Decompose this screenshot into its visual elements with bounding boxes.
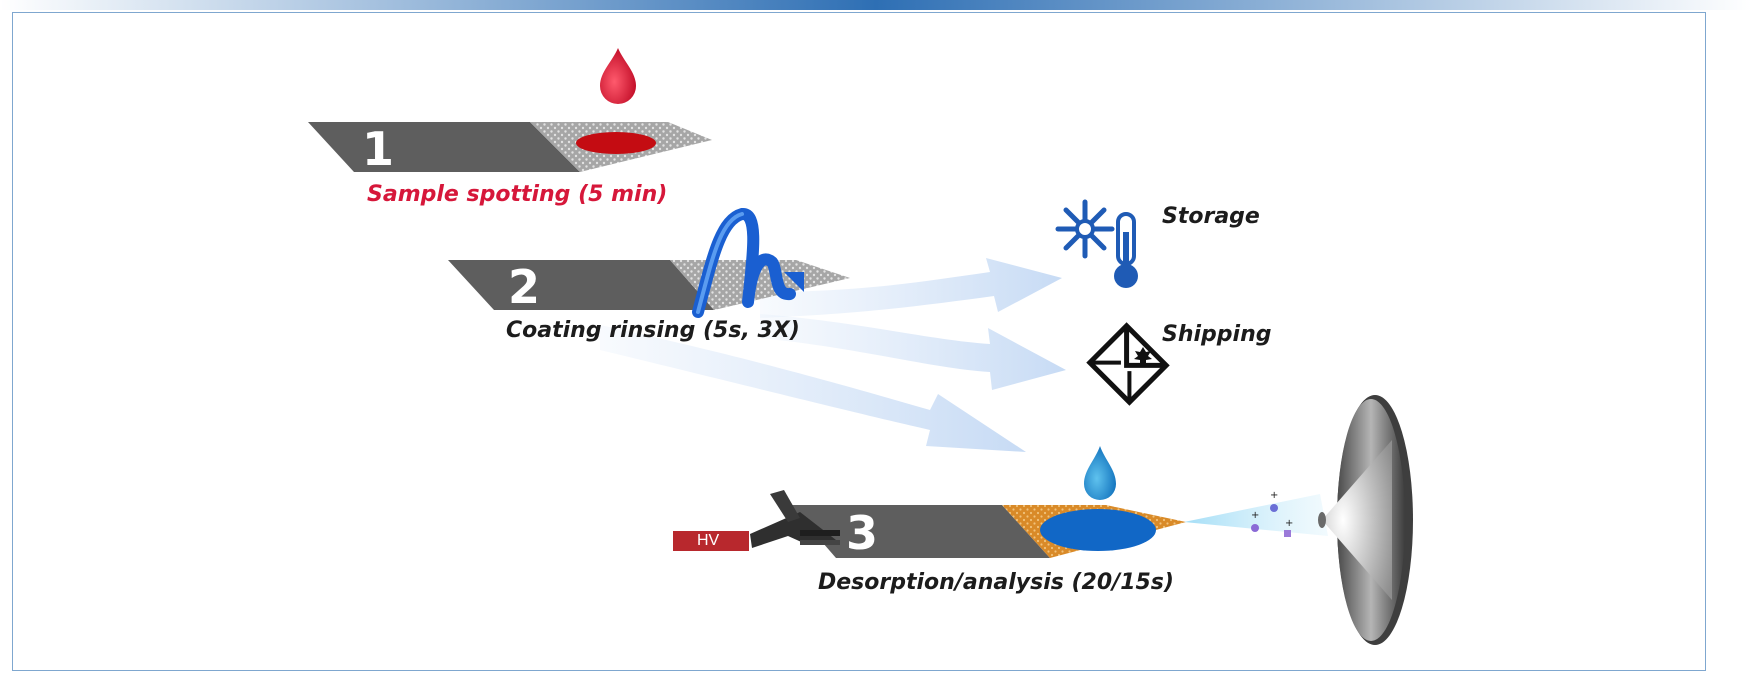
step-1-blade xyxy=(308,122,712,172)
svg-text:+: + xyxy=(1251,510,1259,521)
arrow-to-storage xyxy=(760,258,1062,318)
step-1-number: 1 xyxy=(362,122,395,176)
mass-spec-inlet xyxy=(1318,395,1413,645)
step-2-label: Coating rinsing (5s, 3X) xyxy=(506,318,800,343)
envelope-icon xyxy=(1086,322,1170,406)
step-2-number: 2 xyxy=(508,260,541,314)
blood-spot xyxy=(576,132,656,154)
top-accent-bar xyxy=(0,0,1752,10)
step-1-label: Sample spotting (5 min) xyxy=(367,182,668,207)
flow-arrows xyxy=(600,258,1066,452)
arrow-to-shipping xyxy=(760,314,1066,390)
solvent-drop-icon xyxy=(1084,446,1116,500)
shipping-label: Shipping xyxy=(1162,322,1272,347)
spray-plume xyxy=(1184,494,1328,536)
blood-drop-icon xyxy=(600,48,636,104)
hv-label: HV xyxy=(673,531,749,551)
ion-particles: + + + xyxy=(1251,490,1293,537)
step-2-blade xyxy=(448,260,850,310)
hv-clamp xyxy=(750,490,840,548)
svg-text:+: + xyxy=(1270,490,1278,501)
figure-frame xyxy=(12,12,1706,671)
rinse-swirl-icon xyxy=(692,208,804,318)
snowflake-thermometer-icon xyxy=(1055,199,1138,288)
solvent-spot xyxy=(1040,509,1156,551)
step-3-blade xyxy=(790,505,1186,558)
storage-label: Storage xyxy=(1162,204,1260,229)
svg-text:+: + xyxy=(1285,518,1293,529)
step-3-label: Desorption/analysis (20/15s) xyxy=(818,570,1174,595)
step-3-number: 3 xyxy=(846,506,879,560)
arrow-to-analysis xyxy=(600,325,1026,452)
